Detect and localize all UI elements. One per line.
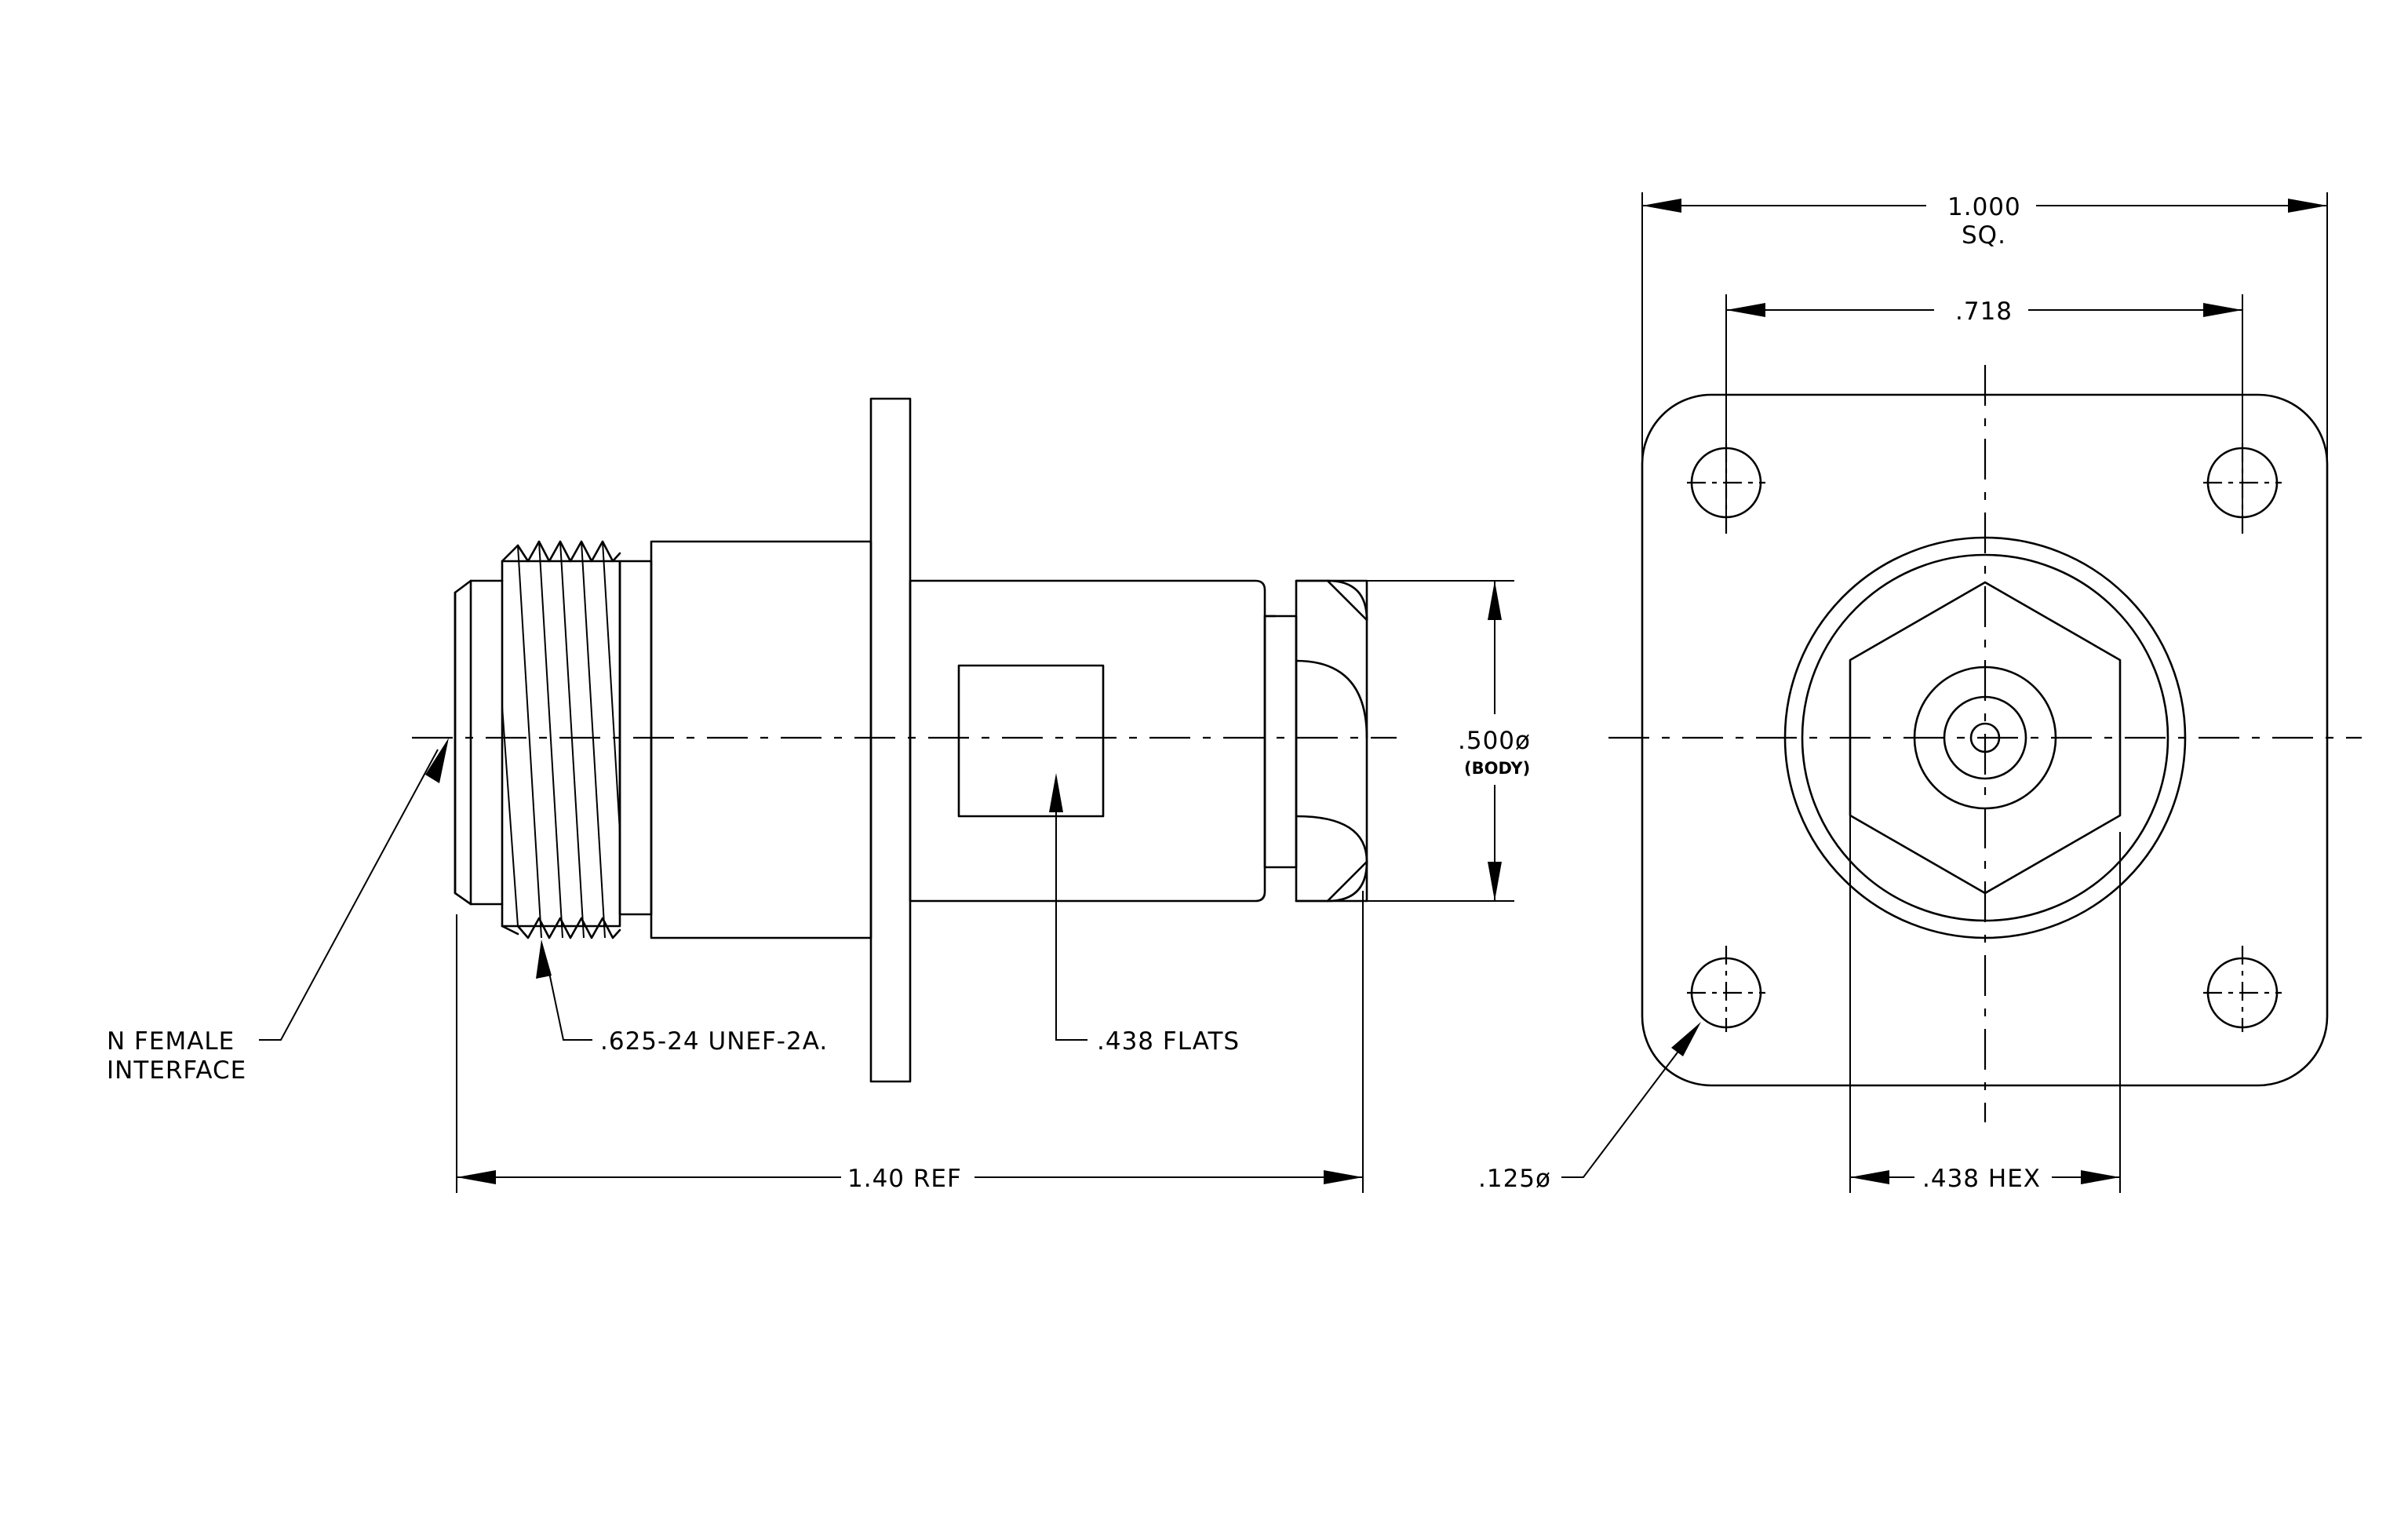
- center-pin: [1969, 722, 2001, 753]
- mounting-hole-br: [2203, 946, 2282, 1032]
- hex-nut: [1849, 581, 2122, 895]
- length-label: 1.40 REF: [847, 1165, 962, 1193]
- contact-ring: [1943, 695, 2027, 780]
- thread-label: .625-24 UNEF-2A.: [600, 1027, 828, 1056]
- side-view: .500ø (BODY) 1.40 REF N FEMALE INTERFACE…: [107, 397, 1531, 1193]
- interface-leader: [259, 749, 439, 1041]
- hole-dia-label: .125ø: [1478, 1165, 1551, 1193]
- interface-label-1: N FEMALE: [107, 1027, 235, 1056]
- mounting-hole-bl: [1687, 946, 1765, 1032]
- hole-dia-leader: [1561, 1039, 1688, 1178]
- flats-leader: [1055, 808, 1087, 1041]
- outer-ring: [1783, 536, 2187, 939]
- body-dia-label: .500ø: [1458, 727, 1531, 755]
- thread-leader: [547, 965, 592, 1041]
- hex-label: .438 HEX: [1922, 1165, 2041, 1193]
- wrench-flat: [957, 664, 1105, 818]
- body-dia-note: (BODY): [1464, 759, 1530, 778]
- hole-spacing-label: .718: [1955, 297, 2013, 326]
- flats-label: .438 FLATS: [1097, 1027, 1240, 1056]
- rear-nut: [1263, 579, 1368, 903]
- dielectric: [1913, 666, 2057, 810]
- square-flange: [1641, 393, 2329, 1087]
- main-body: [909, 579, 1266, 903]
- flange-size-label-2: SQ.: [1962, 221, 2006, 250]
- end-view: 1.000 SQ. .718 .125ø .438 HEX: [1478, 192, 2362, 1193]
- flange-side: [869, 397, 912, 1083]
- interface-label-2: INTERFACE: [107, 1056, 246, 1085]
- rear-body: [650, 540, 872, 939]
- interface-nose: [454, 579, 472, 906]
- thread-section: [501, 540, 653, 939]
- flange-size-label-1: 1.000: [1947, 193, 2021, 221]
- inner-ring: [1801, 553, 2169, 922]
